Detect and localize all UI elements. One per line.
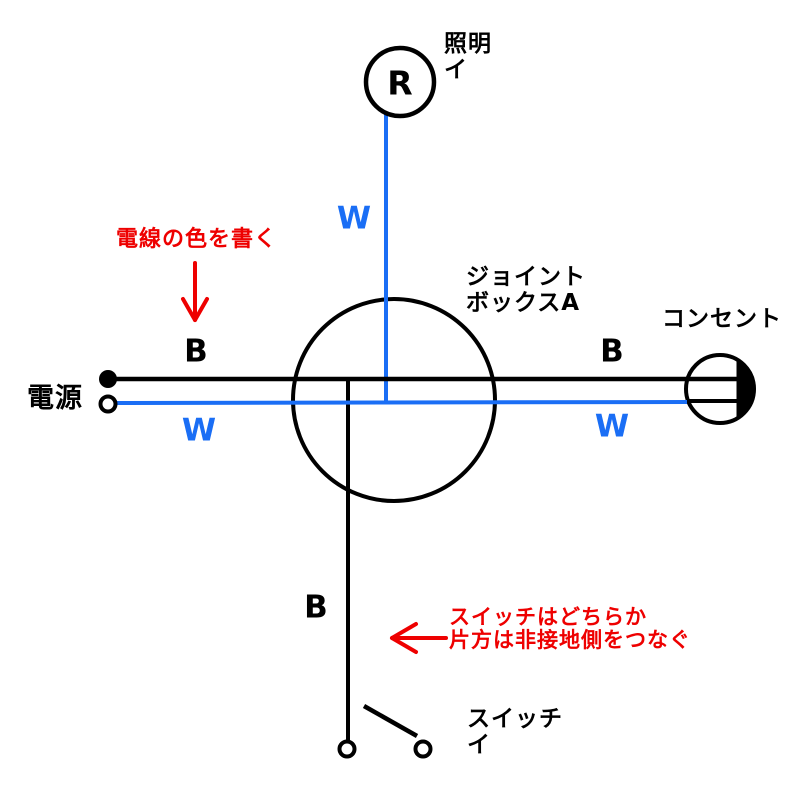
switch-terminal-right — [413, 739, 433, 759]
power-live-terminal — [99, 370, 117, 388]
wire-label-left-b: B — [184, 333, 208, 370]
lamp-symbol-letter: R — [387, 63, 413, 103]
power-neutral-terminal — [98, 394, 118, 414]
junction-box-circle — [291, 297, 497, 503]
junction-box-label: ジョイント ボックスA — [466, 264, 586, 317]
wire-label-right-w: W — [594, 408, 630, 445]
outlet-symbol-filled-segment — [736, 357, 756, 421]
switch-label: スイッチ イ — [467, 706, 563, 759]
red-down-arrow — [181, 261, 209, 322]
wire-label-left-w: W — [181, 412, 217, 449]
outlet-label: コンセント — [662, 306, 782, 332]
annotation-switch-note: スイッチはどちらか 片方は非接地側をつなぐ — [449, 605, 691, 653]
switch-lever — [362, 704, 419, 738]
power-label: 電源 — [27, 383, 83, 414]
wire-label-bottom-b: B — [304, 589, 328, 626]
red-left-arrow — [390, 622, 448, 654]
wire-label-top-w: W — [336, 200, 372, 237]
wire-neutral-horizontal — [112, 400, 688, 405]
switch-terminal-left — [337, 739, 357, 759]
lamp-symbol-circle — [363, 45, 437, 119]
wire-label-right-b: B — [600, 333, 624, 370]
annotation-wire-color: 電線の色を書く — [116, 227, 278, 252]
lamp-label: 照明 イ — [444, 31, 492, 84]
